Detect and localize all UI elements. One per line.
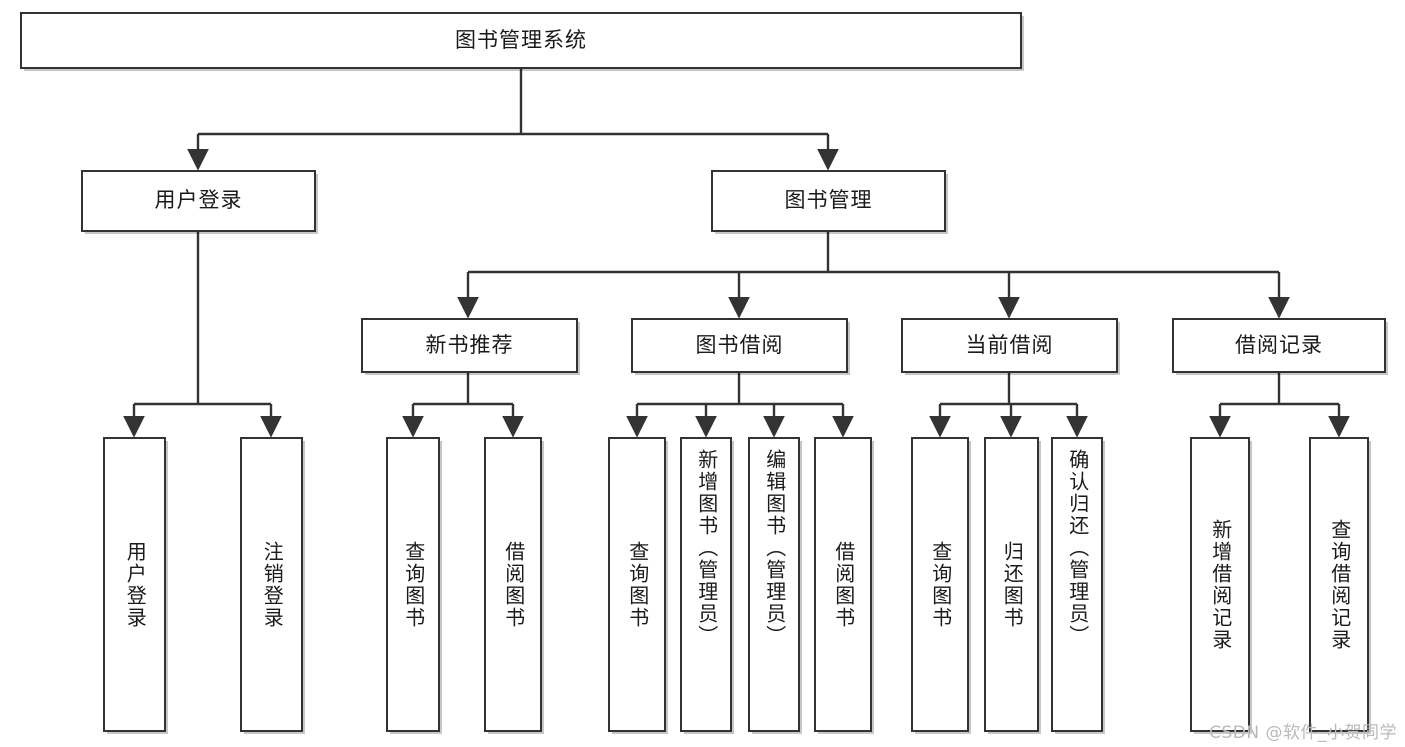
- edge-group-current-borrow: [929, 373, 1088, 438]
- node-label: 借阅图书: [831, 540, 856, 629]
- node-label: 用户登录: [154, 188, 243, 213]
- node-label: 归还图书: [1000, 540, 1025, 629]
- node-label: 查询图书: [625, 540, 650, 629]
- node-label: 用户登录: [123, 540, 148, 629]
- node-leaf-add-book-admin[interactable]: 新增图书（管理员）: [680, 437, 732, 732]
- node-leaf-query-borrow-record[interactable]: 查询借阅记录: [1309, 437, 1369, 732]
- node-label: 借阅图书: [501, 540, 526, 629]
- node-leaf-borrow-book[interactable]: 借阅图书: [814, 437, 872, 732]
- edge-group-borrow-record: [1209, 373, 1350, 438]
- node-label: 新增借阅记录: [1208, 518, 1233, 651]
- node-root-book-management-system[interactable]: 图书管理系统: [20, 12, 1022, 69]
- node-leaf-return-book[interactable]: 归还图书: [984, 437, 1039, 732]
- node-current-borrowing[interactable]: 当前借阅: [901, 318, 1118, 373]
- node-label: 查询借阅记录: [1327, 518, 1352, 651]
- node-label: 借阅记录: [1235, 332, 1323, 357]
- csdn-watermark: CSDN @软件_小贺同学: [1209, 723, 1397, 743]
- edge-group-book-mgmt: [457, 232, 1290, 319]
- node-leaf-user-login[interactable]: 用户登录: [103, 437, 166, 732]
- node-label: 当前借阅: [965, 332, 1054, 357]
- node-leaf-query-book-current[interactable]: 查询图书: [911, 437, 969, 732]
- node-book-management[interactable]: 图书管理: [711, 170, 946, 232]
- node-label: 查询图书: [401, 540, 426, 629]
- node-label: 新书推荐: [425, 332, 514, 357]
- node-leaf-add-borrow-record[interactable]: 新增借阅记录: [1190, 437, 1250, 732]
- node-book-borrowing[interactable]: 图书借阅: [631, 318, 848, 373]
- node-user-login[interactable]: 用户登录: [81, 170, 316, 232]
- node-leaf-edit-book-admin[interactable]: 编辑图书（管理员）: [748, 437, 800, 732]
- edge-group-new-book: [402, 373, 524, 438]
- node-label: 图书借阅: [695, 332, 784, 357]
- node-label: 注销登录: [260, 540, 285, 629]
- node-label: 查询图书: [928, 540, 953, 629]
- node-label: 确认归还（管理员）: [1065, 449, 1090, 647]
- node-leaf-query-book-recommend[interactable]: 查询图书: [386, 437, 440, 732]
- node-leaf-confirm-return-admin[interactable]: 确认归还（管理员）: [1051, 437, 1103, 732]
- edge-group-borrow-book: [626, 373, 854, 438]
- node-label: 新增图书（管理员）: [694, 449, 719, 647]
- node-leaf-borrow-book-recommend[interactable]: 借阅图书: [484, 437, 542, 732]
- edge-group-user-login: [123, 232, 282, 438]
- node-new-book-recommendation[interactable]: 新书推荐: [361, 318, 578, 373]
- node-leaf-logout[interactable]: 注销登录: [240, 437, 303, 732]
- node-label: 图书管理系统: [455, 27, 587, 52]
- node-borrowing-record[interactable]: 借阅记录: [1172, 318, 1386, 373]
- node-label: 编辑图书（管理员）: [762, 449, 787, 647]
- edge-group-root: [187, 69, 839, 171]
- node-label: 图书管理: [784, 188, 873, 213]
- node-leaf-query-book-borrow[interactable]: 查询图书: [608, 437, 666, 732]
